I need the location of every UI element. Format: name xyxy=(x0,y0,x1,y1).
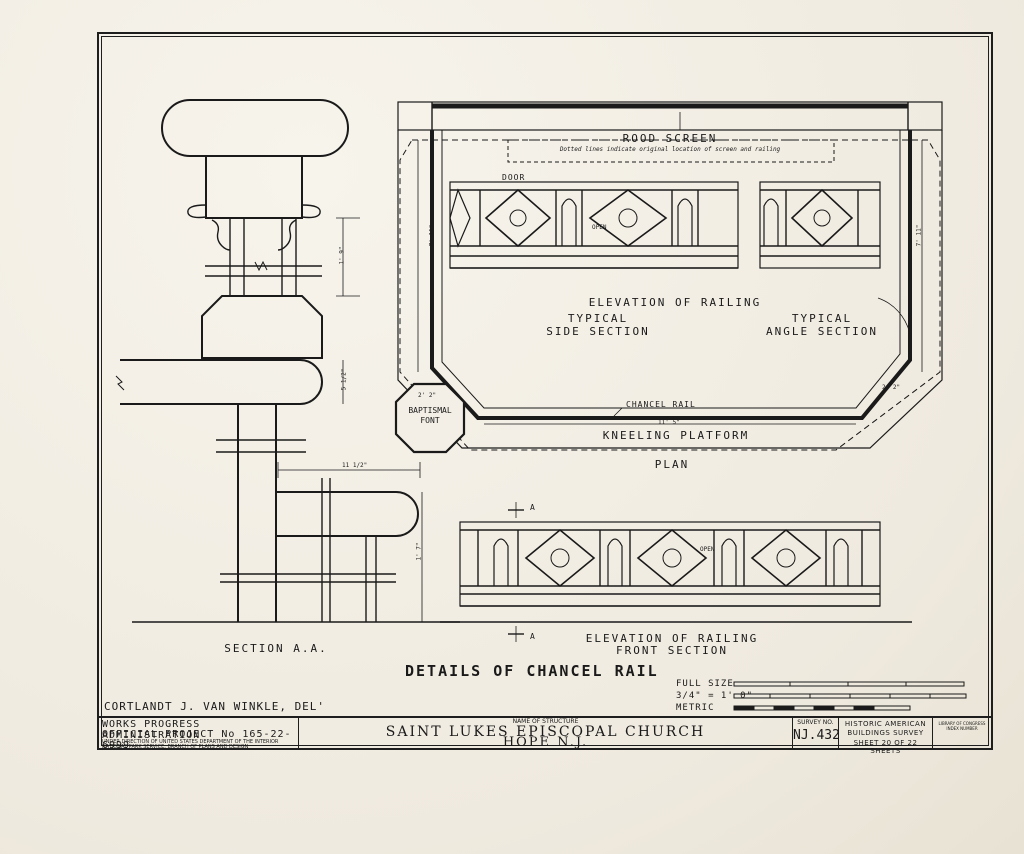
survey-cell: SURVEY NO. NJ.432 xyxy=(793,718,840,750)
scale-metric-label: METRIC xyxy=(676,703,715,713)
rood-screen-label: ROOD SCREEN xyxy=(622,132,718,145)
structure-name: SAINT LUKES EPISCOPAL CHURCH xyxy=(385,724,706,740)
dim-plan-right: 7' 11" xyxy=(915,224,923,247)
survey-number: NJ.432 xyxy=(793,728,840,743)
wpa-line-2: OFFICIAL PROJECT No 165-22-6999 xyxy=(102,729,292,751)
dim-section-height: 1' 7" xyxy=(415,542,423,561)
library-of-congress-note: LIBRARY OF CONGRESS INDEX NUMBER xyxy=(938,721,986,731)
drawing-title: DETAILS OF CHANCEL RAIL xyxy=(405,662,659,680)
chancel-rail-label: CHANCEL RAIL xyxy=(626,400,696,409)
elevation-of-railing-label: ELEVATION OF RAILING xyxy=(588,296,762,309)
dim-section-upper: 1' 9" xyxy=(338,246,346,265)
elevation-front-label-2: FRONT SECTION xyxy=(615,644,729,657)
section-mark-a-top: A xyxy=(530,503,536,512)
habs-line-1: HISTORIC AMERICAN xyxy=(844,720,927,728)
baptismal-font-label-2: FONT xyxy=(420,416,440,425)
open-label-upper: OPEN xyxy=(592,224,607,231)
plan-label: PLAN xyxy=(654,458,690,471)
structure-cell: NAME OF STRUCTURE SAINT LUKES EPISCOPAL … xyxy=(299,718,793,750)
section-aa-drawing xyxy=(115,99,460,623)
kneeling-platform-label: KNEELING PLATFORM xyxy=(602,429,750,442)
structure-location: HOPE N.J. xyxy=(502,735,589,750)
structure-label: NAME OF STRUCTURE xyxy=(512,718,579,725)
sheet-number: SHEET 20 OF 22 SHEETS xyxy=(853,739,918,755)
typical-side-label-1: TYPICAL xyxy=(567,312,629,325)
dim-plan-width: 11' 5" xyxy=(658,419,680,426)
baptismal-font-octagon xyxy=(394,382,466,454)
dim-section-depth: 11 1/2" xyxy=(342,462,368,469)
wpa-line-3: UNDER DIRECTION OF UNITED STATES DEPARTM… xyxy=(102,739,279,750)
sheet-border xyxy=(97,32,993,750)
title-block: WORKS PROGRESS ADMINISTRATION OFFICIAL P… xyxy=(97,716,993,755)
upper-railing-elevation xyxy=(449,181,881,269)
sheet-inner-border xyxy=(101,36,989,746)
dim-section-mid: 5 1/2" xyxy=(340,368,348,391)
delineator-credit: CORTLANDT J. VAN WINKLE, DEL' xyxy=(104,700,326,713)
library-cell: LIBRARY OF CONGRESS INDEX NUMBER xyxy=(933,718,991,750)
wpa-line-1: WORKS PROGRESS ADMINISTRATION xyxy=(102,719,201,741)
section-mark-a-bottom: A xyxy=(530,632,536,641)
survey-number-label: SURVEY NO. xyxy=(797,719,834,726)
dim-corner-right: 2' 2" xyxy=(882,384,901,391)
elevation-front-label-1: ELEVATION OF RAILING xyxy=(585,632,759,645)
typical-side-label-2: SIDE SECTION xyxy=(546,325,650,338)
door-label: DOOR xyxy=(502,173,526,182)
dotted-lines-note: Dotted lines indicate original location … xyxy=(559,146,781,153)
scale-imperial-label: 3/4" = 1' 0" xyxy=(676,691,754,701)
habs-line-2: BUILDINGS SURVEY xyxy=(847,729,924,737)
open-label-lower: OPEN xyxy=(700,546,715,553)
typical-angle-label-1: TYPICAL xyxy=(791,312,853,325)
habs-cell: HISTORIC AMERICAN BUILDINGS SURVEY SHEET… xyxy=(839,718,933,755)
dim-plan-left: 7' 11" xyxy=(428,224,436,247)
scale-full-size-label: FULL SIZE xyxy=(676,679,734,689)
baptismal-font-label-1: BAPTISMAL xyxy=(408,406,452,415)
section-aa-label: SECTION A.A. xyxy=(224,642,328,655)
graphic-scales xyxy=(733,681,967,711)
front-railing-elevation xyxy=(440,502,912,642)
typical-angle-label-2: ANGLE SECTION xyxy=(765,325,879,338)
plan-drawing xyxy=(397,101,943,451)
wpa-cell: WORKS PROGRESS ADMINISTRATION OFFICIAL P… xyxy=(97,718,299,751)
dim-corner-left: 2' 2" xyxy=(418,392,437,399)
